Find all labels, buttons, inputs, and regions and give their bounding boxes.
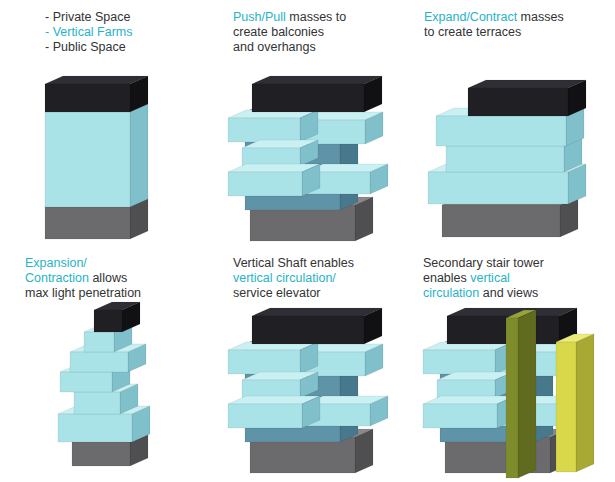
mass-face <box>252 76 382 84</box>
mass-face <box>446 146 564 172</box>
caption: Vertical Shaft enablesvertical circulati… <box>233 256 393 301</box>
mass-face <box>302 164 320 196</box>
mass-face <box>242 148 300 166</box>
mass-face <box>252 308 382 316</box>
mass-face <box>518 310 536 478</box>
mass-face <box>364 76 382 112</box>
mass-face <box>74 392 120 414</box>
mass-face <box>423 350 495 374</box>
mass-face <box>428 172 568 204</box>
mass-face <box>300 372 318 398</box>
mass-face <box>447 308 577 316</box>
mass-face <box>365 112 383 144</box>
caption: Push/Pull masses to create balconies and… <box>233 10 347 55</box>
mass-face <box>58 414 132 442</box>
mass-face <box>300 110 318 142</box>
mass-face <box>370 396 388 426</box>
caption: - Private Space- Vertical Farms- Public … <box>45 10 175 55</box>
mass-face <box>423 404 497 428</box>
mass-face <box>447 316 559 344</box>
mass-face <box>60 372 112 392</box>
mass-face <box>442 205 560 237</box>
mass-face <box>300 342 318 374</box>
caption-text: service elevator <box>233 286 393 301</box>
mass-face <box>568 164 586 204</box>
mass-face <box>122 302 140 332</box>
mass-face <box>355 429 373 473</box>
mass-face <box>302 396 320 428</box>
mass-face <box>370 164 388 194</box>
mass-face <box>506 318 518 478</box>
mass-face <box>228 172 302 196</box>
mass-face <box>45 84 130 112</box>
mass-face <box>355 197 373 241</box>
mass-face <box>556 342 576 472</box>
mass-face <box>228 350 300 374</box>
mass-face <box>228 404 302 428</box>
mass-face <box>132 406 150 442</box>
mass-face <box>94 310 122 332</box>
mass-face <box>468 88 568 116</box>
mass-face <box>130 76 148 112</box>
caption-text: Vertical Shaft enables <box>233 256 393 271</box>
mass-face <box>252 84 364 112</box>
mass-face <box>364 308 382 344</box>
legend-text: - Private Space <box>45 10 175 25</box>
caption-text: and views <box>483 286 539 300</box>
mass-face <box>437 380 495 398</box>
caption-text: Expansion/ Contraction <box>25 256 89 285</box>
mass-face <box>468 80 586 88</box>
mass-face <box>72 440 130 466</box>
legend-text: - Vertical Farms <box>45 25 175 40</box>
mass-face <box>120 384 138 414</box>
mass-face <box>228 118 300 142</box>
mass-face <box>128 344 146 372</box>
mass-face <box>250 437 355 473</box>
mass-face <box>250 205 355 241</box>
mass-face <box>84 332 114 352</box>
caption-text: Expand/Contract <box>424 10 517 24</box>
caption: Expansion/ Contraction allows max light … <box>25 256 151 301</box>
caption-text: Push/Pull <box>233 10 286 24</box>
mass-face <box>45 205 130 239</box>
caption: Secondary stair tower enables vertical c… <box>423 256 547 301</box>
mass-face <box>365 344 383 376</box>
mass-face <box>576 334 594 472</box>
mass-face <box>252 316 364 344</box>
mass-face <box>568 80 586 116</box>
mass-face <box>242 380 300 398</box>
mass-face <box>45 112 130 207</box>
mass-face <box>436 116 566 146</box>
caption: Expand/Contract masses to create terrace… <box>424 10 566 40</box>
caption-text: vertical circulation/ <box>233 271 393 286</box>
mass-face <box>70 352 128 372</box>
legend-text: - Public Space <box>45 40 175 55</box>
mass-face <box>300 140 318 166</box>
mass-face <box>130 104 148 207</box>
